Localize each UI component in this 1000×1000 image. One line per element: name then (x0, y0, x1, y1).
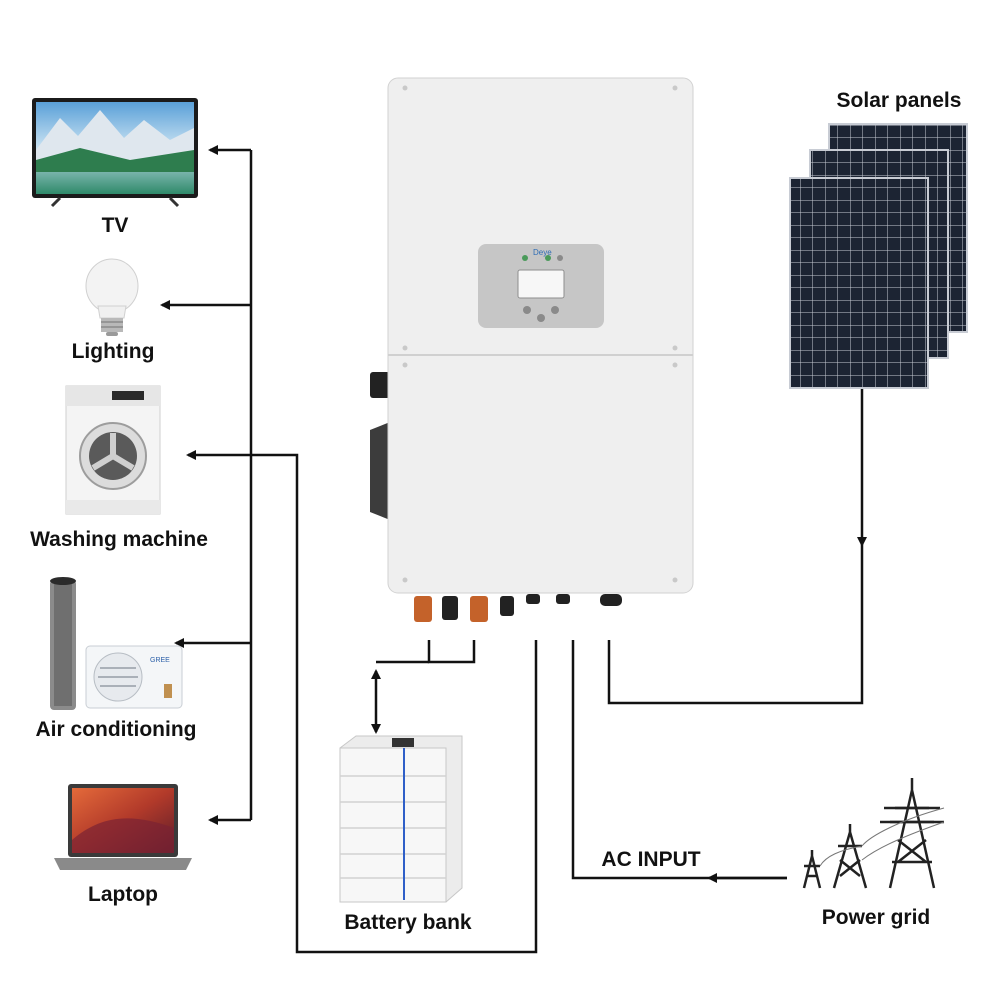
battery-bank-label: Battery bank (344, 911, 472, 934)
air-conditioning-label: Air conditioning (35, 718, 197, 741)
battery-bank-icon (339, 735, 463, 903)
washing-machine-icon (65, 385, 161, 515)
ac-input-label: AC INPUT (601, 848, 701, 871)
hybrid-inverter-icon: Deye (370, 77, 694, 622)
svg-text:GREE: GREE (150, 657, 170, 664)
grid-wire (571, 640, 787, 880)
wiring (160, 145, 867, 954)
tv-icon (32, 98, 198, 208)
solar-panels-label: Solar panels (836, 89, 962, 112)
laptop-label: Laptop (88, 883, 158, 906)
washing-machine-label: Washing machine (30, 528, 208, 551)
power-tower-icon (802, 778, 945, 889)
light-bulb-icon (85, 258, 139, 336)
tv-label: TV (101, 214, 129, 237)
washing-feed-arrow (186, 450, 538, 954)
solar-panel-icon (789, 123, 968, 389)
svg-text:Deye: Deye (533, 248, 552, 257)
lighting-label: Lighting (71, 340, 155, 363)
power-grid-label: Power grid (821, 906, 931, 929)
laptop-icon (54, 784, 192, 870)
inverter-connectors (414, 594, 622, 622)
battery-wire (427, 640, 476, 664)
air-conditioner-icon: GREE (50, 577, 183, 710)
solar-return-wire (607, 545, 864, 705)
